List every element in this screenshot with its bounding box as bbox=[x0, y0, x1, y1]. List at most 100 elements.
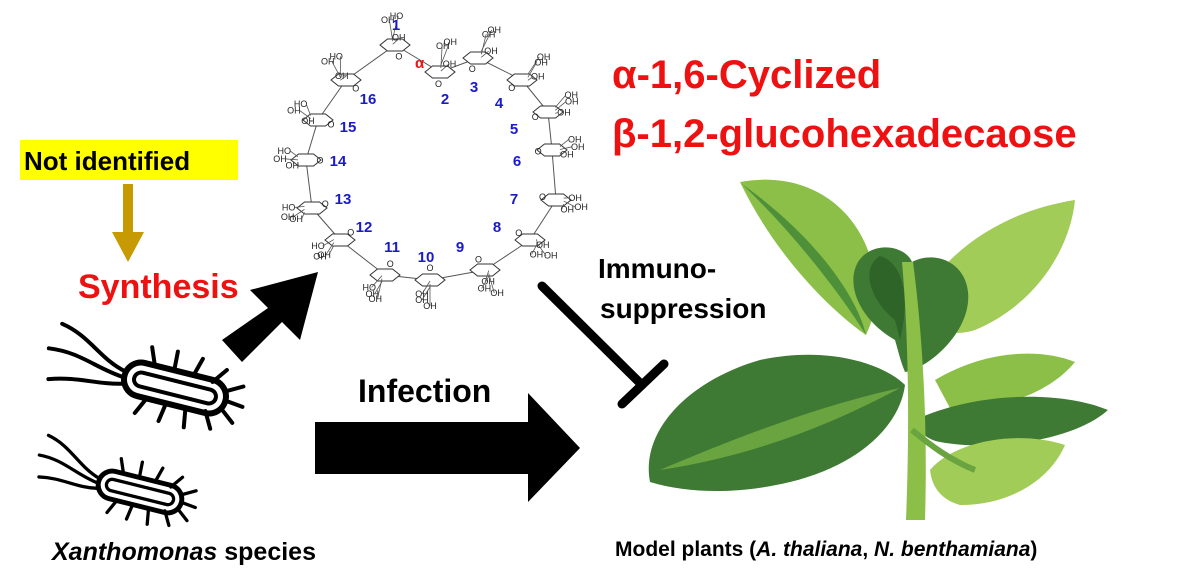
inhibition-arrow-icon bbox=[537, 281, 669, 409]
hydroxyl-bond bbox=[563, 200, 576, 208]
hydroxyl-bond bbox=[481, 50, 489, 58]
hydroxyl-bond bbox=[440, 63, 450, 72]
hydroxyl-bond bbox=[328, 245, 335, 256]
glucose-unit bbox=[469, 263, 501, 277]
hydroxyl-label: OH bbox=[481, 277, 495, 287]
glucose-unit-number: 9 bbox=[456, 239, 464, 256]
hydroxyl-bond bbox=[389, 19, 394, 42]
hydroxyl-label: OH bbox=[565, 90, 579, 100]
hydroxyl-bond bbox=[481, 276, 490, 289]
glucose-unit-number: 16 bbox=[360, 91, 377, 108]
hydroxyl-bond bbox=[340, 75, 347, 81]
hydroxyl-bond bbox=[527, 62, 538, 78]
glycosidic-bond bbox=[551, 149, 557, 201]
hydroxyl-bond bbox=[294, 205, 305, 208]
glycosidic-bond bbox=[529, 199, 557, 241]
plant-species-1: A. thaliana bbox=[755, 538, 863, 561]
hydroxyl-label: HO bbox=[390, 11, 404, 21]
synthesis-arrow-icon bbox=[222, 272, 318, 362]
bacteria-genus: Xanthomonas bbox=[50, 538, 217, 566]
hydroxyl-label: OH bbox=[531, 72, 545, 82]
hydroxyl-bond bbox=[559, 139, 570, 147]
hydroxyl-label: OH bbox=[537, 52, 551, 62]
glucose-unit bbox=[540, 193, 572, 207]
hydroxyl-label: OH bbox=[335, 71, 349, 81]
plant-caption-sep: , bbox=[862, 538, 874, 561]
bacterium-icon bbox=[46, 321, 246, 431]
hydroxyl-label: HO bbox=[329, 51, 343, 61]
hydroxyl-bond bbox=[561, 203, 565, 210]
hydroxyl-label: OH bbox=[287, 105, 301, 115]
hydroxyl-bond bbox=[559, 152, 562, 155]
bridge-oxygen: O bbox=[426, 263, 433, 273]
plant-caption-suffix: ) bbox=[1030, 538, 1037, 561]
gold-down-arrow-icon bbox=[112, 184, 144, 262]
bridge-oxygen: O bbox=[387, 259, 394, 269]
hydroxyl-label: OH bbox=[436, 41, 450, 51]
hydroxyl-bond bbox=[488, 273, 495, 294]
hydroxyl-label: OH bbox=[317, 250, 331, 260]
infection-arrow-icon bbox=[315, 393, 580, 502]
synthesis-label: Synthesis bbox=[78, 268, 239, 306]
hydroxyl-bond bbox=[421, 286, 431, 301]
hydroxyl-bond bbox=[299, 109, 311, 119]
glucose-unit bbox=[532, 105, 564, 119]
glucose-unit bbox=[536, 143, 568, 157]
glycosidic-bond bbox=[305, 119, 319, 161]
glucose-unit bbox=[379, 38, 411, 52]
hydroxyl-label: OH bbox=[301, 116, 315, 126]
hydroxyl-label: OH bbox=[571, 142, 585, 152]
hydroxyl-label: HO bbox=[278, 146, 292, 156]
hydroxyl-bond bbox=[554, 94, 567, 108]
bridge-oxygen: O bbox=[535, 147, 542, 157]
hydroxyl-bond bbox=[555, 111, 559, 114]
hydroxyl-bond bbox=[440, 46, 443, 69]
plant-species-2: N. benthamiana bbox=[874, 538, 1031, 561]
hydroxyl-bond bbox=[324, 242, 335, 257]
hydroxyl-bond bbox=[392, 37, 401, 45]
bacteria-suffix: species bbox=[217, 538, 316, 566]
glucose-unit bbox=[296, 201, 328, 215]
hydroxyl-label: OH bbox=[289, 214, 303, 224]
glucose-unit-number: 10 bbox=[418, 249, 435, 266]
hydroxyl-bond bbox=[377, 278, 383, 300]
hydroxyl-bond bbox=[331, 61, 341, 78]
hydroxyl-label: HO bbox=[311, 241, 325, 251]
hydroxyl-bond bbox=[555, 101, 567, 111]
bridge-oxygen: O bbox=[395, 52, 402, 62]
hydroxyl-label: HO bbox=[294, 99, 308, 109]
glucose-unit bbox=[302, 113, 334, 127]
hydroxyl-bond bbox=[292, 209, 305, 218]
glucose-unit-number: 13 bbox=[335, 191, 352, 208]
hydroxyl-label: OH bbox=[544, 251, 558, 261]
hydroxyl-bond bbox=[527, 76, 534, 81]
bridge-oxygen: O bbox=[515, 228, 522, 238]
glucose-unit-number: 3 bbox=[470, 79, 478, 96]
plant-caption-prefix: Model plants ( bbox=[615, 538, 756, 561]
title-line-1: α-1,6-Cyclized bbox=[612, 53, 881, 97]
hydroxyl-bond bbox=[310, 120, 314, 122]
hydroxyl-bond bbox=[301, 212, 305, 219]
hydroxyl-label: OH bbox=[392, 33, 406, 43]
glucose-unit-number: 5 bbox=[510, 121, 518, 138]
plant-leaf bbox=[935, 353, 1075, 409]
bridge-oxygen: O bbox=[435, 79, 442, 89]
hydroxyl-bond bbox=[285, 158, 299, 161]
hydroxyl-bond bbox=[531, 245, 537, 255]
hydroxyl-label: OH bbox=[443, 59, 457, 69]
plant-leaf bbox=[660, 388, 900, 470]
hydroxyl-label: OH bbox=[286, 160, 300, 170]
glucose-unit bbox=[414, 273, 446, 287]
plant-stem bbox=[902, 262, 926, 520]
immuno-label-line-1: Immuno- bbox=[598, 253, 716, 284]
hydroxyl-label: OH bbox=[565, 96, 579, 106]
hydroxyl-label: OH bbox=[482, 29, 496, 39]
bridge-oxygen: O bbox=[316, 156, 323, 166]
bridge-oxygen: O bbox=[322, 199, 329, 209]
glucose-unit-number: 11 bbox=[384, 239, 400, 256]
hydroxyl-bond bbox=[559, 146, 572, 150]
bacterium-icon bbox=[37, 433, 198, 528]
bridge-oxygen: O bbox=[475, 254, 482, 264]
